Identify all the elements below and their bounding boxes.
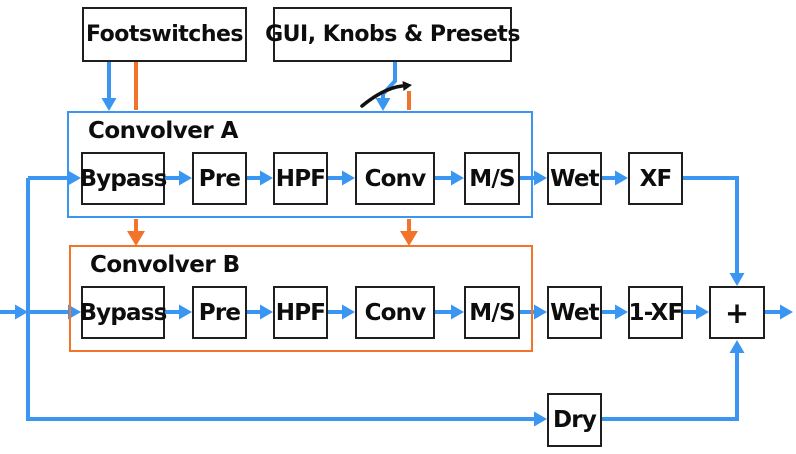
wire-chain-b [165, 304, 192, 320]
wire-chain-b [247, 304, 273, 320]
wire-chain-b [602, 304, 628, 320]
wire-control-to-convolver-b-bypass [127, 219, 145, 246]
wire-chain-a [247, 170, 273, 186]
box-a-conv: Conv [355, 152, 435, 205]
group-convolver-b: Convolver B [69, 245, 533, 352]
wire-input [0, 304, 28, 320]
wire-xf-to-sum [683, 176, 745, 286]
box-xf: XF [628, 152, 683, 205]
wire-chain-b [328, 304, 355, 320]
box-a-ms: M/S [464, 152, 520, 205]
wire-input-trunk-to-dry [26, 178, 547, 427]
wire-output [765, 304, 793, 320]
wire-chain-a [602, 170, 628, 186]
automation-arrow-icon [360, 81, 412, 108]
wire-input-to-bypass-b [28, 304, 81, 320]
box-a-bypass: Bypass [79, 152, 167, 205]
wire-chain-a [520, 170, 547, 186]
wire-control-to-convolver-b-conv [400, 219, 418, 246]
box-b-ms: M/S [464, 286, 520, 339]
wire-chain-b [435, 304, 464, 320]
box-sum: + [709, 286, 765, 339]
wire-chain-b [520, 304, 547, 320]
box-b-wet: Wet [547, 286, 602, 339]
group-label-convolver-a: Convolver A [88, 118, 238, 144]
box-b-hpf: HPF [273, 286, 328, 339]
box-a-hpf: HPF [273, 152, 328, 205]
box-a-wet: Wet [547, 152, 602, 205]
box-b-pre: Pre [192, 286, 247, 339]
box-a-pre: Pre [192, 152, 247, 205]
box-b-conv: Conv [355, 286, 435, 339]
box-b-bypass: Bypass [79, 286, 167, 339]
box-gui: GUI, Knobs & Presets [265, 7, 520, 62]
box-dry: Dry [547, 393, 602, 447]
group-label-convolver-b: Convolver B [90, 252, 240, 278]
group-convolver-a: Convolver A [67, 111, 533, 218]
wire-chain-a [435, 170, 464, 186]
wire-footswitches-to-convolver-a [101, 62, 117, 111]
wire-chain-a [328, 170, 355, 186]
wire-input-to-bypass-a [28, 170, 81, 186]
box-footswitches: Footswitches [82, 7, 247, 62]
wire-dry-to-sum [602, 340, 745, 421]
box-one-minus-xf: 1-XF [628, 286, 683, 339]
wire-chain-b [683, 304, 709, 320]
wire-chain-a [165, 170, 192, 186]
